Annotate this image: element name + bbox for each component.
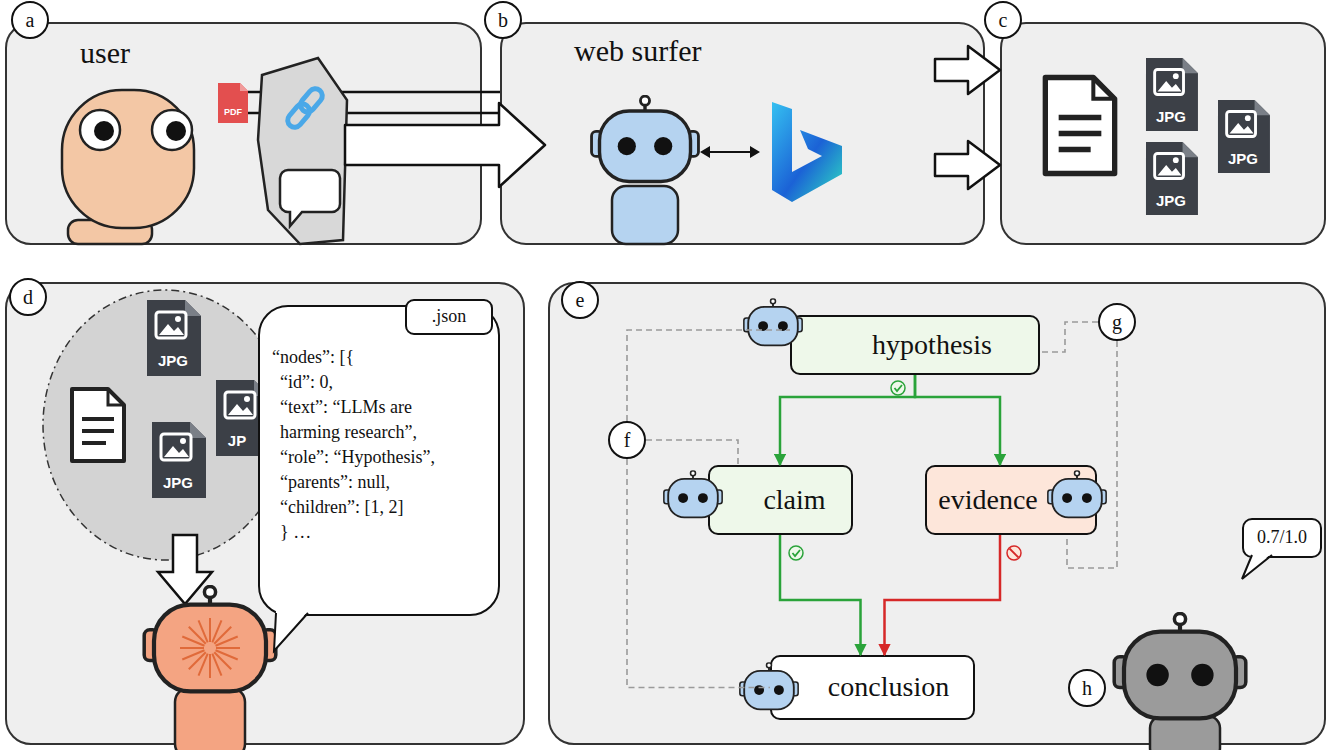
panel-letter: e	[561, 281, 599, 319]
score-bubble: 0.7/1.0	[1242, 518, 1322, 558]
bing-logo	[772, 102, 842, 202]
panel: bweb surfer	[500, 22, 985, 245]
node-label: evidence	[938, 485, 1038, 516]
tail-edge	[1242, 555, 1272, 579]
argument-box: conclusion	[770, 655, 975, 720]
json-line: “children”: [1, 2]	[272, 495, 464, 520]
web-surfer-robot	[592, 96, 760, 244]
dashed-link	[627, 459, 770, 688]
icon-label: JPG	[1228, 151, 1258, 166]
json-line: } …	[272, 520, 464, 545]
node-label: 0.7/1.0	[1257, 528, 1307, 548]
json-line: “text”: “LLMs are harming research”,	[272, 395, 464, 445]
burst-stroke	[182, 650, 204, 659]
json-line: “nodes”: [{	[272, 345, 464, 370]
argument-arrow	[780, 375, 915, 465]
panel-title: web surfer	[574, 34, 701, 67]
panel-letter: c	[984, 1, 1022, 39]
icon-label: JPG	[1156, 193, 1186, 208]
burst-stroke	[216, 647, 240, 649]
bubble-tail	[1248, 553, 1288, 583]
callout-circle: g	[1098, 303, 1136, 341]
tail-fill	[274, 611, 308, 651]
callout-letter: h	[1082, 677, 1092, 699]
user-figure	[62, 90, 194, 244]
argument-arrow	[780, 535, 861, 655]
json-bubble: “nodes”: [{“id”: 0,“text”: “LLMs are har…	[258, 305, 500, 616]
node-label: conclusion	[828, 672, 949, 703]
flow-arrow	[345, 103, 545, 187]
flow-arrow	[935, 46, 1000, 94]
dashed-link	[627, 330, 790, 421]
callout-circle: h	[1068, 669, 1106, 707]
node-label: hypothesis	[872, 330, 992, 361]
grader-robot	[1114, 613, 1246, 750]
callout-circle: f	[608, 421, 646, 459]
icon-label: JPG	[158, 353, 188, 368]
tail-edge	[274, 613, 308, 651]
argument-box: hypothesis	[790, 315, 1040, 375]
dashed-link	[1067, 341, 1117, 568]
output-files	[1045, 58, 1270, 215]
burst-stroke	[216, 637, 238, 646]
agent-robots	[664, 299, 1106, 710]
burst-stroke	[180, 647, 204, 649]
node-label: .json	[432, 307, 467, 327]
callout-letter: g	[1112, 311, 1122, 333]
burst-stroke	[209, 618, 211, 642]
icon-label: JPG	[163, 475, 193, 490]
burst-stroke	[209, 654, 211, 678]
icon-label: PDF	[224, 108, 242, 117]
icon-label: JP	[228, 433, 246, 448]
json-line: “parents”: null,	[272, 470, 464, 495]
argument-arrow	[915, 375, 1000, 465]
dashed-link	[1040, 322, 1098, 352]
callout-letter: f	[624, 429, 631, 451]
file-tag: .json	[405, 299, 493, 335]
parser-robot	[144, 586, 276, 750]
dashed-link	[646, 440, 738, 465]
burst-stroke	[199, 620, 208, 642]
panel-letter: d	[9, 278, 47, 316]
file-cloud	[43, 290, 287, 604]
flow-arrow	[935, 141, 1000, 189]
json-line: “id”: 0,	[272, 370, 464, 395]
status-icons	[789, 381, 1021, 560]
panel-letter: b	[484, 1, 522, 39]
bubble-tail	[268, 611, 318, 655]
tail-fill	[1242, 553, 1272, 579]
node-label: claim	[763, 485, 825, 516]
argument-arrow	[885, 535, 1001, 655]
argument-box: claim	[708, 465, 853, 535]
json-line: “role”: “Hypothesis”,	[272, 445, 464, 470]
icon-label: JPG	[1156, 109, 1186, 124]
panel-letter: a	[11, 1, 49, 39]
burst-stroke	[212, 654, 221, 676]
panel-title: user	[80, 36, 130, 69]
input-blob	[258, 58, 347, 244]
